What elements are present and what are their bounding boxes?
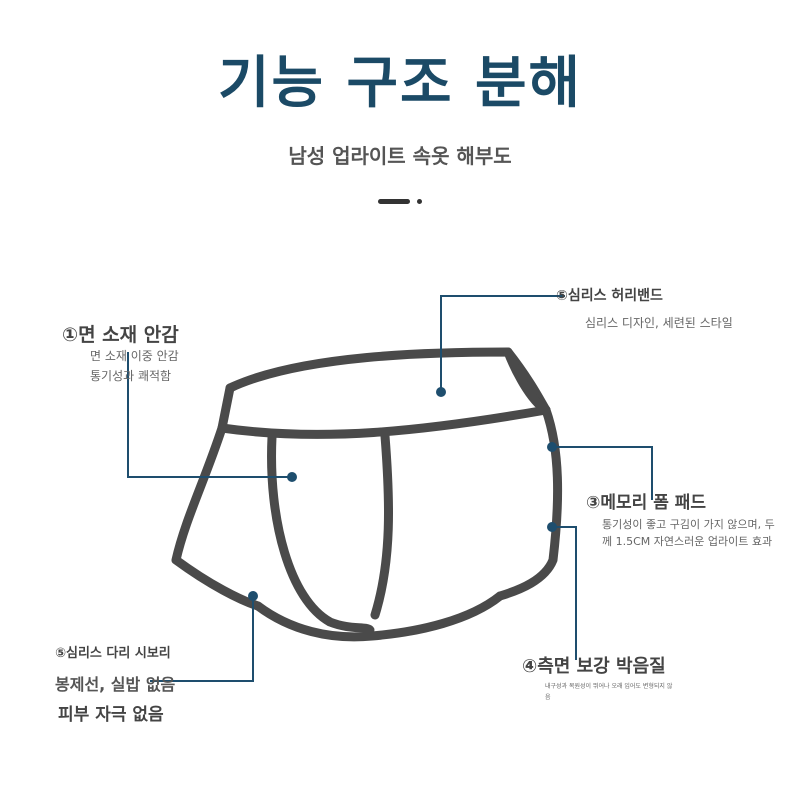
divider-dot: [417, 199, 422, 204]
marker-pad: [547, 442, 557, 452]
callout-leg-desc1: 봉제선, 실밥 없음: [55, 675, 176, 694]
waistband-bottom-outline: [217, 383, 551, 439]
pouch-left-outline: [267, 432, 375, 635]
marker-leg: [248, 591, 258, 601]
leg-band-outline: [253, 591, 505, 642]
waistband-top-outline: [225, 347, 551, 415]
callout-stitch-title: ④측면 보강 박음질: [522, 656, 666, 677]
callout-waistband-title: ⑤심리스 허리밴드: [556, 288, 663, 304]
leader-leg: [150, 596, 254, 682]
left-side-outline: [171, 423, 263, 611]
pouch-right-outline: [370, 431, 394, 620]
waist-back-outline: [503, 347, 551, 415]
callout-waistband-desc: 심리스 디자인, 세련된 스타일: [585, 316, 733, 330]
callout-lining-desc1: 면 소재 이중 안감: [90, 349, 179, 363]
callout-stitch-desc2: 음: [545, 694, 551, 701]
leader-stitch: [552, 526, 577, 660]
callout-pad-desc2: 께 1.5CM 자연스러운 업라이트 효과: [602, 535, 773, 548]
marker-lining: [287, 472, 297, 482]
callout-lining-title: ①면 소재 안감: [62, 324, 179, 346]
callout-leg-desc2: 피부 자극 없음: [58, 705, 164, 725]
leader-waistband: [440, 295, 565, 392]
callout-lining-desc2: 통기성과 쾌적함: [90, 369, 172, 383]
callout-pad-desc1: 통기성이 좋고 구김이 가지 않으며, 두: [602, 518, 775, 531]
divider-bar: [378, 199, 410, 204]
marker-stitch: [547, 522, 557, 532]
leader-lining: [127, 352, 292, 478]
right-side-outline: [495, 405, 563, 601]
page-title: 기능 구조 분해: [217, 51, 583, 116]
callout-pad-title: ③메모리 폼 패드: [586, 493, 707, 513]
callout-leg-title: ⑤심리스 다리 시보리: [55, 646, 171, 661]
page-subtitle: 남성 업라이트 속옷 해부도: [288, 144, 512, 168]
leader-pad: [552, 446, 653, 500]
marker-waistband: [436, 387, 446, 397]
callout-stitch-desc1: 내구성과 복원성이 뛰어나 오래 입어도 변형되지 않: [545, 683, 673, 690]
